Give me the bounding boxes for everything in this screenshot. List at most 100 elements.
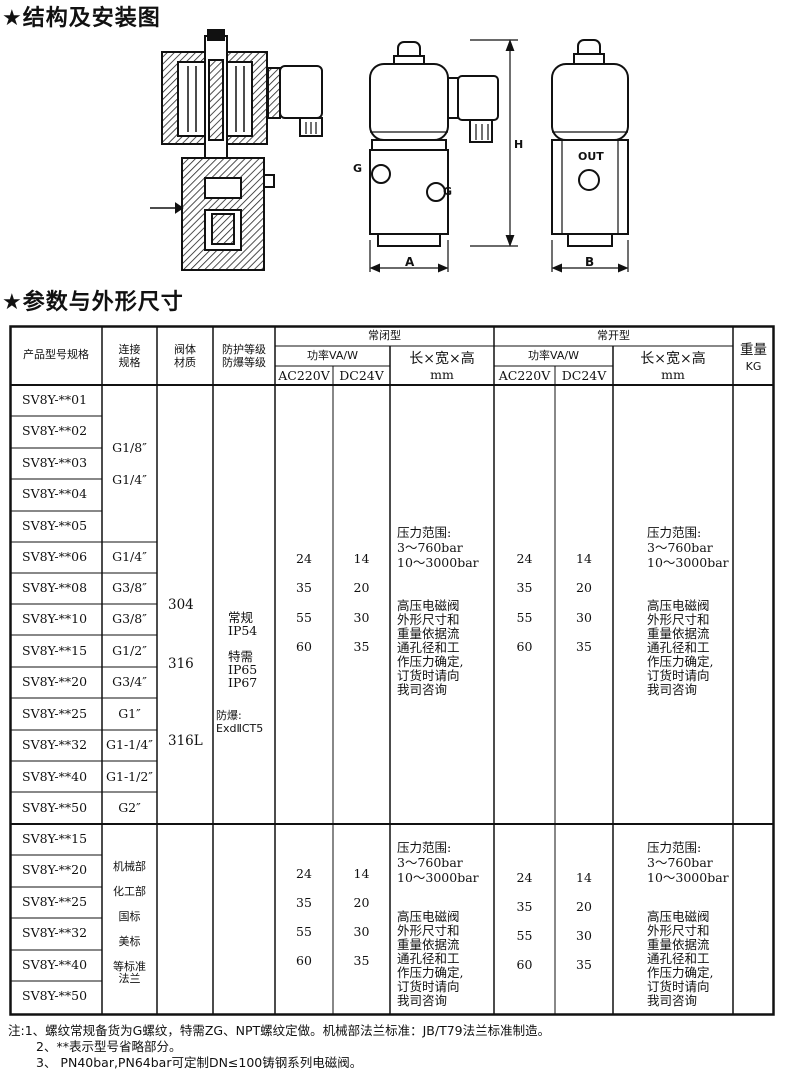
model-cell: SV8Y-**01 bbox=[22, 392, 88, 407]
nc-note-line: 高压电磁阀 bbox=[397, 909, 460, 924]
model-cell: SV8Y-**50 bbox=[22, 988, 88, 1003]
nc-dc-value: 30 bbox=[353, 924, 370, 939]
label-h: H bbox=[514, 138, 523, 151]
no-note-line: 通孔径和工 bbox=[647, 951, 710, 966]
header-dims-nc-2: mm bbox=[430, 367, 454, 382]
prot-cell: IP65 bbox=[228, 662, 258, 677]
no-ac-value: 35 bbox=[516, 580, 533, 595]
header-dc-nc: DC24V bbox=[339, 368, 384, 383]
flange-line: 化工部 bbox=[113, 885, 146, 898]
no-note-line: 压力范围: bbox=[647, 840, 702, 855]
no-note-line: 订货时请向 bbox=[647, 979, 710, 994]
no-note-line: 我司咨询 bbox=[647, 993, 698, 1008]
no-ac-value: 55 bbox=[516, 928, 533, 943]
side-view-drawing bbox=[551, 39, 629, 273]
nc-note-line: 我司咨询 bbox=[397, 682, 448, 697]
model-cell: SV8Y-**03 bbox=[22, 455, 88, 470]
header-dims-no-1: 长×宽×高 bbox=[640, 351, 706, 367]
conn-cell: G3/8″ bbox=[112, 580, 147, 595]
header-conn-2: 规格 bbox=[118, 356, 141, 369]
model-cell: SV8Y-**04 bbox=[22, 486, 88, 501]
footnote-2: 2、**表示型号省略部分。 bbox=[36, 1039, 182, 1054]
header-mat-2: 材质 bbox=[174, 356, 196, 369]
label-a: A bbox=[405, 255, 415, 269]
header-mat-1: 阀体 bbox=[174, 343, 196, 356]
nc-note-line: 我司咨询 bbox=[397, 993, 448, 1008]
model-cell: SV8Y-**40 bbox=[22, 957, 88, 972]
model-cell: SV8Y-**15 bbox=[22, 643, 88, 658]
no-dc-value: 20 bbox=[576, 580, 592, 595]
flange-line: 美标 bbox=[118, 935, 141, 948]
no-ac-value: 60 bbox=[516, 639, 533, 654]
header-dc-no: DC24V bbox=[561, 368, 607, 383]
header-ac-nc: AC220V bbox=[278, 368, 330, 383]
model-cell: SV8Y-**32 bbox=[22, 737, 88, 752]
header-group-no: 常开型 bbox=[597, 329, 630, 342]
conn-cell: G1/4″ bbox=[112, 549, 147, 564]
nc-note-line: 3～760bar bbox=[397, 540, 463, 555]
nc-note-line: 压力范围: bbox=[397, 840, 452, 855]
nc-dc-value: 20 bbox=[353, 895, 370, 910]
prot-cell: IP67 bbox=[228, 675, 258, 690]
nc-ac-value: 60 bbox=[296, 639, 312, 654]
nc-ac-value: 24 bbox=[296, 551, 312, 566]
nc-dc-value: 35 bbox=[353, 953, 370, 968]
nc-note-line: 通孔径和工 bbox=[397, 640, 460, 655]
header-conn-1: 连接 bbox=[118, 343, 141, 356]
model-cell: SV8Y-**25 bbox=[22, 894, 88, 909]
nc-note-line: 作压力确定, bbox=[397, 654, 464, 669]
no-ac-value: 35 bbox=[516, 899, 533, 914]
header-power-no: 功率VA/W bbox=[528, 349, 579, 362]
nc-note-line: 10～3000bar bbox=[397, 555, 479, 570]
flange-line: 国标 bbox=[118, 910, 141, 923]
model-cell: SV8Y-**40 bbox=[22, 769, 88, 784]
no-ac-value: 60 bbox=[516, 957, 533, 972]
prot-cell: 特需 bbox=[228, 649, 254, 664]
no-dc-value: 20 bbox=[576, 899, 592, 914]
header-weight-1: 重量 bbox=[740, 342, 767, 358]
material-cell: 316L bbox=[168, 733, 203, 749]
model-cell: SV8Y-**15 bbox=[22, 831, 88, 846]
no-ac-value: 24 bbox=[516, 870, 533, 885]
installation-drawings: G G A H OUT B bbox=[150, 29, 629, 273]
header-model: 产品型号规格 bbox=[23, 348, 89, 361]
nc-ac-value: 35 bbox=[296, 580, 312, 595]
nc-note-line: 重量依据流 bbox=[397, 937, 460, 952]
header-ac-no: AC220V bbox=[498, 368, 551, 383]
header-prot-2: 防爆等级 bbox=[222, 356, 266, 369]
no-note-line: 重量依据流 bbox=[647, 937, 710, 952]
nc-ac-value: 55 bbox=[296, 610, 312, 625]
no-note-line: 订货时请向 bbox=[647, 668, 710, 683]
prot-cell: 防爆: bbox=[216, 709, 242, 722]
nc-note-line: 高压电磁阀 bbox=[397, 598, 460, 613]
nc-note-line: 外形尺寸和 bbox=[397, 923, 460, 938]
footnote-1: 注:1、螺纹常规备货为G螺纹，特需ZG、NPT螺纹定做。机械部法兰标准：JB/T… bbox=[8, 1023, 551, 1038]
label-out: OUT bbox=[578, 150, 604, 163]
flange-line: 等标准 bbox=[113, 960, 146, 973]
prot-cell: IP54 bbox=[228, 623, 258, 638]
nc-note-line: 10～3000bar bbox=[397, 870, 479, 885]
model-cell: SV8Y-**02 bbox=[22, 423, 88, 438]
model-cell: SV8Y-**05 bbox=[22, 518, 88, 533]
no-note-line: 高压电磁阀 bbox=[647, 909, 710, 924]
conn-cell: G3/4″ bbox=[112, 674, 147, 689]
model-cell: SV8Y-**06 bbox=[22, 549, 88, 564]
flange-line: 机械部 bbox=[113, 860, 146, 873]
model-cell: SV8Y-**50 bbox=[22, 800, 88, 815]
footnote-3: 3、 PN40bar,PN64bar可定制DN≤100铸钢系列电磁阀。 bbox=[36, 1055, 363, 1070]
header-weight-2: KG bbox=[745, 360, 762, 373]
conn-cell: G2″ bbox=[118, 800, 141, 815]
no-dc-value: 30 bbox=[576, 610, 592, 625]
conn-cell: G1-1/4″ bbox=[106, 737, 153, 752]
no-note-line: 10～3000bar bbox=[647, 555, 729, 570]
conn-cell: G1-1/2″ bbox=[106, 769, 153, 784]
header-prot-1: 防护等级 bbox=[222, 343, 266, 356]
conn-cell: G1/2″ bbox=[112, 643, 147, 658]
material-cell: 304 bbox=[168, 597, 194, 613]
model-cell: SV8Y-**08 bbox=[22, 580, 88, 595]
no-dc-value: 14 bbox=[576, 551, 592, 566]
no-ac-value: 24 bbox=[516, 551, 533, 566]
no-note-line: 通孔径和工 bbox=[647, 640, 710, 655]
nc-note-line: 重量依据流 bbox=[397, 626, 460, 641]
